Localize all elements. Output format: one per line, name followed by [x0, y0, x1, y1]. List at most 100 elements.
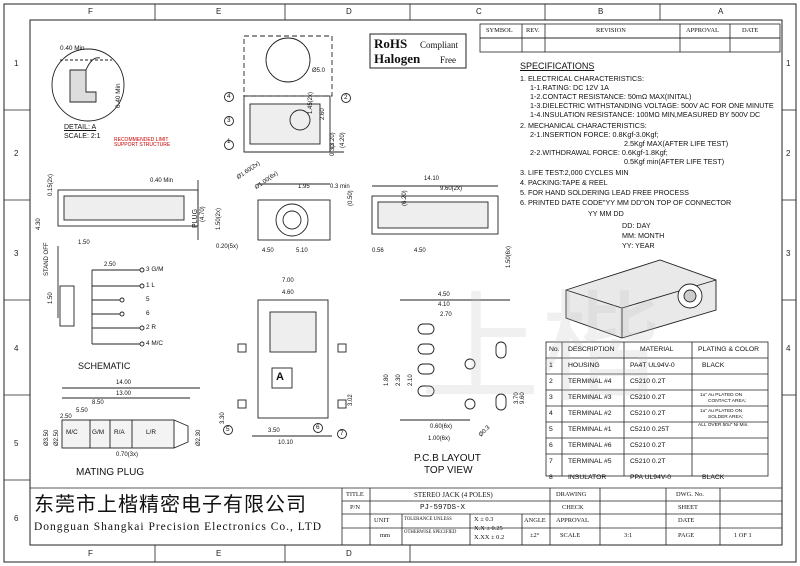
- title-block-grid: [30, 487, 782, 545]
- plug-segment: R/A: [114, 429, 125, 436]
- spec-line: 1-2.CONTACT RESISTANCE: 50mΩ MAX(INITAL): [530, 92, 692, 101]
- bom-table-grid: [545, 341, 769, 477]
- dim: 3.30: [220, 412, 226, 424]
- schematic-pin-label: 3 G/M: [146, 266, 164, 273]
- bom-cell-no: 4: [549, 410, 553, 417]
- dim: 0.40 Min: [150, 178, 174, 184]
- zone-number-left: 6: [14, 514, 19, 523]
- balloon-number: 6: [316, 424, 320, 431]
- inner-frame: [29, 19, 783, 546]
- zone-letter-bottom: F: [88, 549, 93, 558]
- date-code-dd: DD: DAY: [622, 221, 651, 230]
- dim: STAND OFF: [44, 242, 50, 276]
- dim: 2.50: [104, 262, 116, 268]
- dim: 5.10: [296, 248, 308, 254]
- bom-cell-no: 2: [549, 378, 553, 385]
- unit-label: UNIT: [374, 517, 390, 524]
- spec-line: 4. PACKING:TAPE & REEL: [520, 178, 608, 187]
- plug-label: PLUG: [192, 208, 199, 228]
- zone-letter-bottom: E: [216, 549, 222, 558]
- bom-cell-no: 8: [549, 474, 553, 481]
- bom-cell-mat: C5210 0.2T: [630, 458, 666, 465]
- bom-cell-no: 7: [549, 458, 553, 465]
- view-label-a: A: [276, 371, 284, 383]
- zone-letter-top: E: [216, 7, 222, 16]
- bom-cell-mat: C5210 0.2T: [630, 378, 666, 385]
- scale-label: SCALE: [560, 532, 581, 539]
- schematic-pin-label: 2 R: [146, 324, 156, 331]
- dim: 0.3 min: [330, 184, 350, 190]
- title-value: STEREO JACK (4 POLES): [414, 491, 493, 499]
- dim: 9.60: [520, 392, 526, 404]
- zone-number-left: 5: [14, 439, 19, 448]
- bom-cell-desc: TERMINAL #6: [568, 442, 612, 449]
- spec-line: 1. ELECTRICAL CHARACTERISTICS:: [520, 74, 644, 83]
- spec-line: 2.5Kgf MAX(AFTER LIFE TEST): [624, 139, 729, 148]
- dim: 1.50(2x): [216, 207, 222, 230]
- dim: 2.70: [440, 312, 452, 318]
- plating-note: 1u" Au PLATED ON: [700, 393, 743, 398]
- dim: 8.50: [92, 400, 104, 406]
- dim: 4.50: [438, 292, 450, 298]
- dim: 1.50(6x): [506, 245, 512, 268]
- dim: 1.80: [384, 374, 390, 386]
- bom-cell-no: 5: [549, 426, 553, 433]
- detail-note: RECOMMENDED LIMIT SUPPORT STRUCTURE: [114, 137, 171, 148]
- dim: 1.50: [48, 292, 54, 304]
- page-value: 1 OF 1: [734, 532, 752, 539]
- bom-cell-mat: C5210 0.2T: [630, 442, 666, 449]
- revision-table: [479, 23, 781, 53]
- balloon-number: 2: [344, 94, 348, 101]
- bom-cell-desc: TERMINAL #4: [568, 378, 612, 385]
- spec-heading: SPECIFICATIONS: [520, 61, 595, 71]
- rev-rev-header: REV.: [526, 27, 540, 34]
- dim: 2.10: [408, 374, 414, 386]
- zone-number-right: 1: [786, 59, 791, 68]
- plug-segment: L/R: [146, 429, 156, 436]
- dim: 4.50: [414, 248, 426, 254]
- dim: Ø3.50: [44, 429, 50, 446]
- approval-label: APPROVAL: [556, 517, 589, 524]
- date-code: YY MM DD: [588, 209, 624, 218]
- dim: 2.60: [320, 108, 326, 120]
- sheet-label: SHEET: [678, 504, 698, 511]
- mating-plug-drawing: [61, 387, 200, 449]
- zone-letter-top: B: [598, 7, 604, 16]
- bom-header: DESCRIPTION: [568, 346, 615, 353]
- detail-a-view: [51, 48, 125, 122]
- zone-letter-top: D: [346, 7, 352, 16]
- schematic-diagram: [59, 267, 145, 347]
- dim: 4.30: [36, 218, 42, 230]
- date-code-mm: MM: MONTH: [622, 231, 665, 240]
- outer-frame: [3, 3, 797, 563]
- tolerance-value: X ± 0.3: [474, 516, 494, 523]
- dim: 9.60(2x): [440, 186, 463, 192]
- schematic-pin-label: 4 M/C: [146, 340, 164, 347]
- dim: 0.70(3x): [116, 452, 139, 458]
- dim: 0.20(5x): [216, 244, 239, 250]
- schematic-pin-label: 5: [146, 296, 150, 303]
- dim: (4.20): [340, 132, 346, 148]
- plug-segment: M/C: [66, 429, 78, 436]
- bom-cell-mat: C5210 0.2T: [630, 410, 666, 417]
- dim: 4.60: [282, 290, 294, 296]
- bom-cell-mat: PPA UL94V-0: [630, 474, 672, 481]
- title-label: TITLE: [346, 491, 364, 498]
- bom-cell-mat: C5210 0.2T: [630, 394, 666, 401]
- tolerance-label: TOLERANCE UNLESS: [404, 517, 452, 522]
- dim: 14.00: [116, 380, 132, 386]
- plug-segment: G/M: [92, 429, 105, 436]
- tolerance-value: X.XX ± 0.2: [474, 534, 505, 541]
- free-text: Free: [440, 55, 456, 65]
- schematic-pin-label: 1 L: [146, 282, 155, 289]
- dim: 5.50: [76, 408, 88, 414]
- zone-letter-top: F: [88, 7, 93, 16]
- zone-letter-top: A: [718, 7, 724, 16]
- dim: 1.45(2x): [308, 91, 314, 114]
- company-name-en: Dongguan Shangkai Precision Electronics …: [34, 521, 323, 533]
- dim: 14.10: [424, 176, 440, 182]
- spec-line: 2-2.WITHDRAWAL FORCE: 0.6Kgf-1.8Kgf;: [530, 148, 668, 157]
- front-view: [257, 183, 331, 241]
- balloon-number: 1: [227, 138, 231, 145]
